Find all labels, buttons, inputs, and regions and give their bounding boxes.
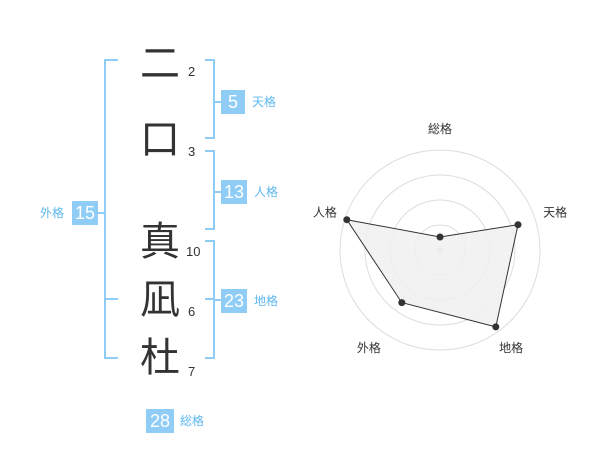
gaikaku-bracket-tick xyxy=(106,298,118,300)
tenkaku-connector xyxy=(213,101,221,103)
stroke-count-4: 6 xyxy=(188,304,196,319)
radar-axis-label-2: 天格 xyxy=(543,205,567,220)
kanji-3: 真 xyxy=(140,219,180,265)
radar-point-2 xyxy=(514,221,522,229)
radar-axis-label-3: 地格 xyxy=(499,340,523,355)
jinkaku-badge: 13 xyxy=(221,180,247,204)
stroke-count-3: 10 xyxy=(186,244,201,259)
chikaku-label: 地格 xyxy=(254,294,279,308)
radar-axis-label-4: 外格 xyxy=(357,340,381,355)
jinkaku-connector xyxy=(213,191,221,193)
chikaku-bracket-tick xyxy=(205,298,215,300)
tenkaku-badge: 5 xyxy=(221,90,245,114)
radar-point-4 xyxy=(398,299,406,307)
radar-grid-ring xyxy=(339,149,541,351)
tenkaku-label: 天格 xyxy=(252,95,277,109)
kanji-4: 凪 xyxy=(140,277,180,323)
radar-axis-label-1: 総格 xyxy=(428,121,452,136)
kanji-1: 二 xyxy=(140,41,180,87)
kanji-2: 口 xyxy=(140,117,180,163)
chikaku-connector xyxy=(213,299,221,301)
kanji-5: 杜 xyxy=(140,335,180,381)
jinkaku-label: 人格 xyxy=(254,185,279,199)
chikaku-badge: 23 xyxy=(221,289,247,313)
jinkaku-bracket xyxy=(205,150,215,230)
tenkaku-bracket xyxy=(205,59,215,139)
radar-grid-ring xyxy=(364,174,516,326)
radar-point-5 xyxy=(343,216,351,224)
stroke-count-5: 7 xyxy=(188,364,196,379)
gaikaku-label: 外格 xyxy=(40,206,65,220)
soukaku-badge: 28 xyxy=(146,409,174,433)
gaikaku-badge: 15 xyxy=(72,201,98,225)
gaikaku-bracket xyxy=(104,59,118,359)
radar-point-1 xyxy=(436,233,444,241)
gaikaku-connector xyxy=(98,212,106,214)
radar-point-3 xyxy=(492,323,500,331)
stroke-count-1: 2 xyxy=(188,64,196,79)
stroke-count-2: 3 xyxy=(188,144,196,159)
soukaku-label: 総格 xyxy=(180,414,205,428)
radar-series-polygon xyxy=(345,218,519,328)
radar-axis-label-5: 人格 xyxy=(313,205,337,220)
